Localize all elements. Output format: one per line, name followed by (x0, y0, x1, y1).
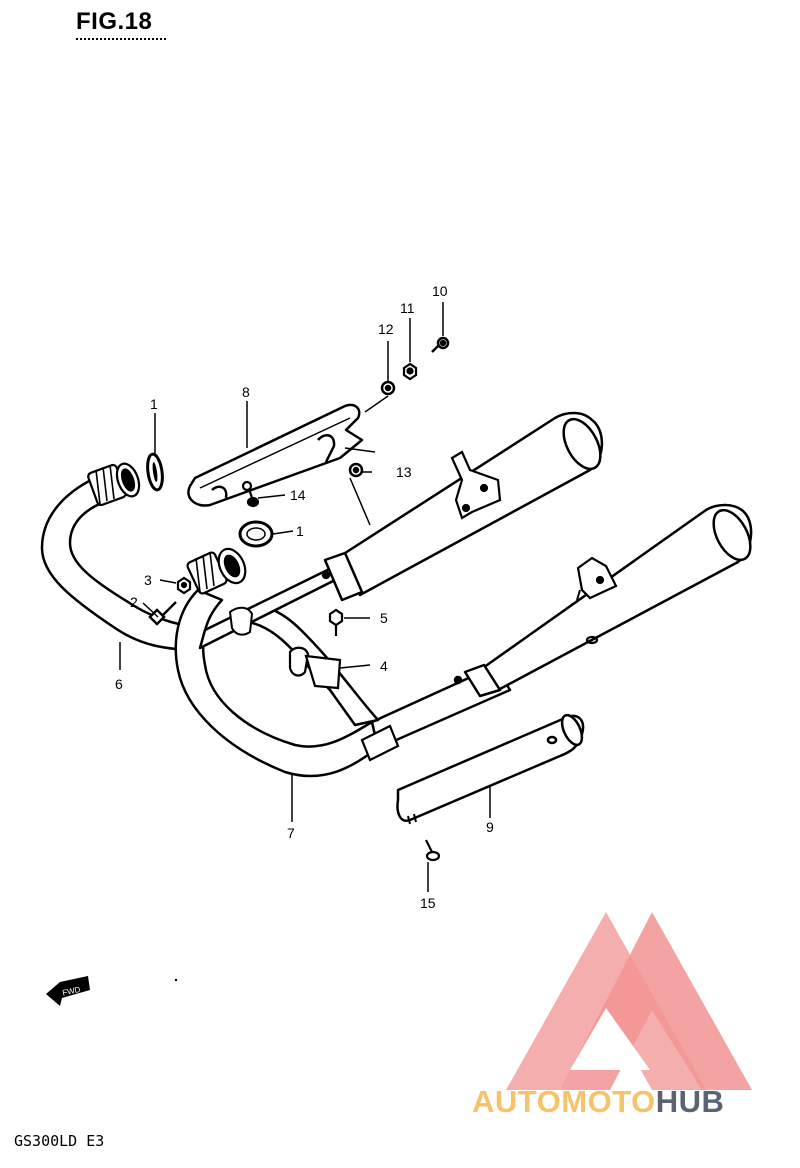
figure-subtitle-rule (76, 38, 166, 44)
callout-6: 6 (115, 676, 123, 692)
bolt-10 (431, 336, 450, 353)
callout-15: 15 (420, 895, 436, 911)
muffler-upper-bracket (450, 450, 502, 520)
callout-5: 5 (380, 610, 388, 626)
screw-15 (425, 839, 441, 862)
nut-3 (176, 576, 192, 595)
muffler-lower-bracket (576, 556, 618, 645)
callout-11: 11 (400, 300, 415, 316)
washer-12 (380, 380, 396, 396)
fwd-label: FWD (62, 985, 82, 998)
gasket-1-lower (238, 520, 274, 548)
callout-7: 7 (287, 825, 295, 841)
pipe-7-clamp (186, 547, 247, 595)
watermark-text: AUTOMOTOHUB (472, 1084, 724, 1120)
watermark-text-part1: AUTOMOTO (472, 1084, 656, 1119)
heat-shield-9 (396, 713, 585, 825)
callout-8: 8 (242, 384, 250, 400)
callout-1-upper: 1 (150, 396, 158, 412)
bolt-5 (328, 608, 344, 636)
fwd-arrow-icon: FWD (46, 976, 90, 1006)
callout-2: 2 (130, 594, 138, 610)
callout-4: 4 (380, 658, 388, 674)
watermark-logo (506, 912, 752, 1090)
muffler-lower (453, 503, 753, 698)
washer-13 (348, 462, 364, 478)
bolt-14 (241, 480, 260, 508)
callout-9: 9 (486, 819, 494, 835)
callout-13: 13 (396, 464, 412, 480)
watermark-text-part2: HUB (655, 1084, 725, 1119)
callout-1-lower: 1 (296, 523, 304, 539)
leader-lines (119, 302, 491, 892)
figure-title: FIG.18 (76, 8, 153, 35)
heat-shield-8 (187, 403, 376, 507)
stray-dot (174, 978, 178, 982)
callout-labels: 1 1 2 3 4 5 6 7 8 9 10 11 12 13 14 15 (115, 283, 494, 911)
model-code: GS300LD E3 (14, 1132, 105, 1150)
gasket-1-upper (146, 452, 164, 492)
callout-3: 3 (144, 572, 152, 588)
nut-11 (402, 362, 418, 381)
callout-10: 10 (432, 283, 448, 299)
callout-14: 14 (290, 487, 306, 503)
pipe-6-clamp (87, 462, 141, 507)
crossover-clamp (288, 646, 400, 762)
callout-12: 12 (378, 321, 394, 337)
